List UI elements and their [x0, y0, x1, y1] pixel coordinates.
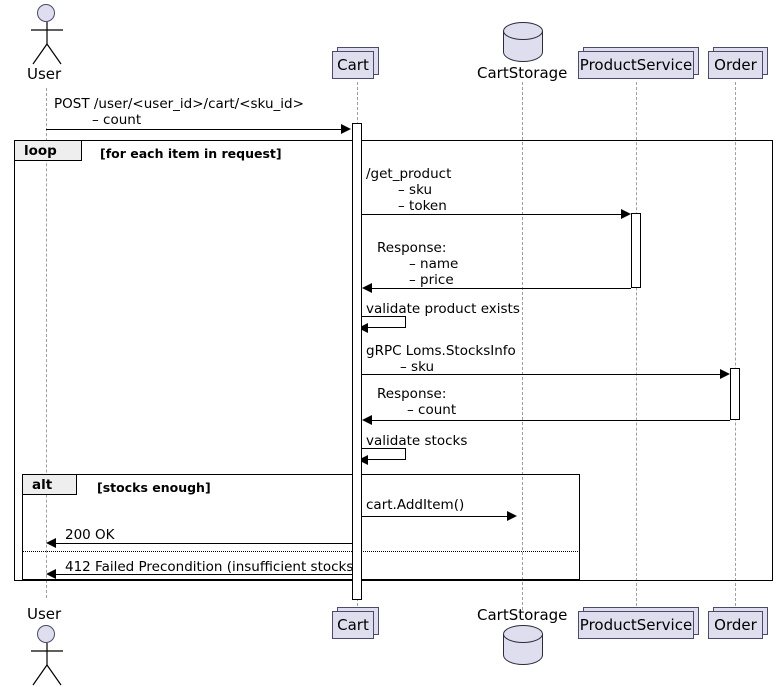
message-line-get-product	[362, 214, 621, 215]
frame-divider-alt-else	[22, 551, 580, 552]
frame-loop	[14, 140, 773, 581]
lifeline-productservice	[636, 82, 637, 606]
activation-bar-cart	[352, 123, 362, 600]
lifeline-order	[735, 82, 736, 606]
message-label-412-failed-precondition: 412 Failed Precondition (insufficient st…	[65, 559, 359, 575]
message-label-200-ok: 200 OK	[65, 527, 115, 543]
message-label-cart-additem: cart.AddItem()	[366, 497, 465, 513]
database-cartstorage-top[interactable]	[503, 22, 543, 62]
actor-head-user-top	[37, 4, 55, 22]
message-arrowhead-cart-additem	[507, 511, 517, 521]
message-arrowhead-412-failed-precondition	[46, 569, 56, 579]
message-arrowhead-post-cart	[341, 124, 351, 134]
frame-tab-loop: loop	[14, 140, 82, 161]
message-arrowhead-stocks-response	[362, 415, 372, 425]
message-line-stocks-response	[372, 420, 730, 421]
participant-box-cart-top[interactable]: Cart	[332, 51, 374, 79]
message-arrowhead-product-response	[362, 283, 372, 293]
frame-label-loop: loop	[24, 142, 57, 159]
message-line-200-ok	[56, 543, 352, 544]
database-top-ellipse-top	[503, 22, 543, 40]
participant-label-cartstorage-bottom: CartStorage	[477, 606, 568, 624]
participant-box-order-top[interactable]: Order	[708, 51, 763, 79]
participant-label-cartstorage-top: CartStorage	[477, 64, 568, 82]
message-self-validate-product-exists	[362, 316, 406, 328]
actor-body-user-bottom	[31, 643, 63, 686]
message-line-cart-additem	[362, 516, 507, 517]
message-label-stocks-response-line2: – count	[407, 402, 457, 418]
frame-guard-alt: [stocks enough]	[97, 480, 211, 495]
message-label-get-product-line1: /get_product	[366, 166, 452, 182]
participant-label-order-top: Order	[714, 56, 757, 74]
database-cartstorage-bottom[interactable]	[503, 625, 543, 665]
activation-bar-productservice	[631, 213, 641, 288]
frame-label-alt: alt	[32, 476, 53, 493]
message-label-stocksinfo-line1: gRPC Loms.StocksInfo	[366, 343, 516, 359]
participant-label-user-bottom: User	[27, 605, 62, 623]
lifeline-cartstorage	[522, 82, 523, 610]
database-top-ellipse-bottom	[503, 625, 543, 643]
participant-label-user-top: User	[27, 65, 62, 83]
participant-label-productservice-bottom: ProductService	[579, 616, 693, 634]
message-arrowhead-get-product	[621, 209, 631, 219]
participant-box-cart-bottom[interactable]: Cart	[332, 611, 374, 639]
participant-label-productservice-top: ProductService	[579, 56, 693, 74]
message-label-product-response-line3: – price	[409, 272, 454, 288]
message-label-stocks-response-line1: Response:	[377, 386, 447, 402]
message-arrowhead-validate-stocks	[358, 455, 368, 465]
participant-label-cart-bottom: Cart	[337, 616, 369, 634]
message-line-stocksinfo	[362, 374, 720, 375]
message-arrowhead-stocksinfo	[720, 369, 730, 379]
message-label-product-response-line1: Response:	[377, 240, 447, 256]
message-label-get-product-line3: – token	[398, 198, 447, 214]
message-line-412-failed-precondition	[56, 574, 352, 575]
participant-box-order-bottom[interactable]: Order	[708, 611, 763, 639]
frame-guard-loop: [for each item in request]	[100, 146, 282, 161]
message-self-validate-stocks	[362, 448, 406, 460]
participant-box-productservice-top[interactable]: ProductService	[578, 51, 694, 79]
message-label-validate-stocks: validate stocks	[366, 433, 468, 449]
message-label-get-product-line2: – sku	[398, 182, 433, 198]
message-label-product-response-line2: – name	[409, 256, 459, 272]
message-label-post-cart-line1: POST /user/<user_id>/cart/<sku_id>	[54, 96, 304, 112]
message-label-post-cart-line2: – count	[92, 112, 142, 128]
participant-label-cart-top: Cart	[337, 56, 369, 74]
frame-tab-alt: alt	[22, 474, 77, 495]
actor-body-user-top	[31, 22, 63, 65]
message-label-stocksinfo-line2: – sku	[400, 359, 435, 375]
message-arrowhead-validate-product-exists	[358, 323, 368, 333]
message-line-post-cart	[46, 129, 341, 130]
message-line-product-response	[372, 288, 631, 289]
message-arrowhead-200-ok	[46, 538, 56, 548]
frame-alt	[22, 474, 580, 580]
activation-bar-order	[730, 368, 740, 420]
participant-box-productservice-bottom[interactable]: ProductService	[578, 611, 694, 639]
message-label-validate-product-exists: validate product exists	[366, 301, 520, 317]
participant-label-order-bottom: Order	[714, 616, 757, 634]
lifeline-user	[46, 88, 47, 598]
actor-head-user-bottom	[37, 625, 55, 643]
